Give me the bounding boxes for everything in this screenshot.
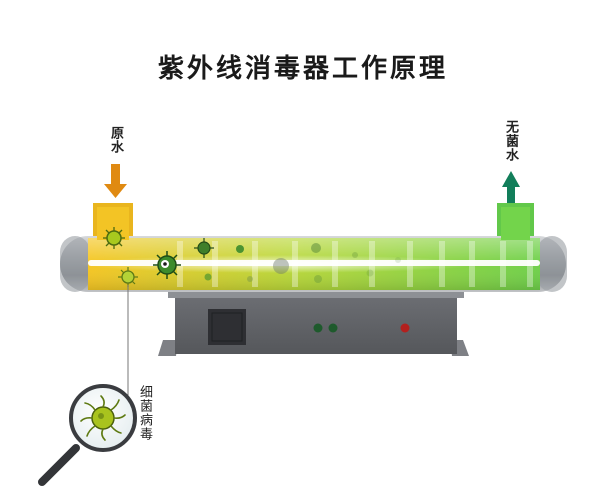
outlet-arrow-icon (502, 171, 520, 203)
bacteria-icon (118, 267, 138, 287)
magnifier-icon (38, 384, 137, 486)
control-cabinet (175, 296, 457, 354)
bacteria-in-water (103, 227, 401, 287)
virus-icon (153, 251, 181, 279)
inlet-label: 原水 (108, 126, 123, 154)
outlet-label: 无菌水 (503, 120, 518, 162)
indicator-light-green-1 (313, 323, 323, 333)
bacteria-callout-label: 细菌病毒 (137, 385, 152, 441)
cabinet-vent-panel (208, 309, 246, 345)
indicator-light-green-2 (328, 323, 338, 333)
inlet-arrow-icon (104, 164, 127, 198)
uv-lamp-tube (80, 255, 540, 273)
indicator-light-red (400, 323, 410, 333)
page-title: 紫外线消毒器工作原理 (157, 54, 448, 84)
bacteria-icon (103, 227, 125, 249)
base-plate (168, 290, 464, 298)
virus-icon (194, 238, 214, 258)
magnified-bacteria-icon (80, 395, 126, 441)
